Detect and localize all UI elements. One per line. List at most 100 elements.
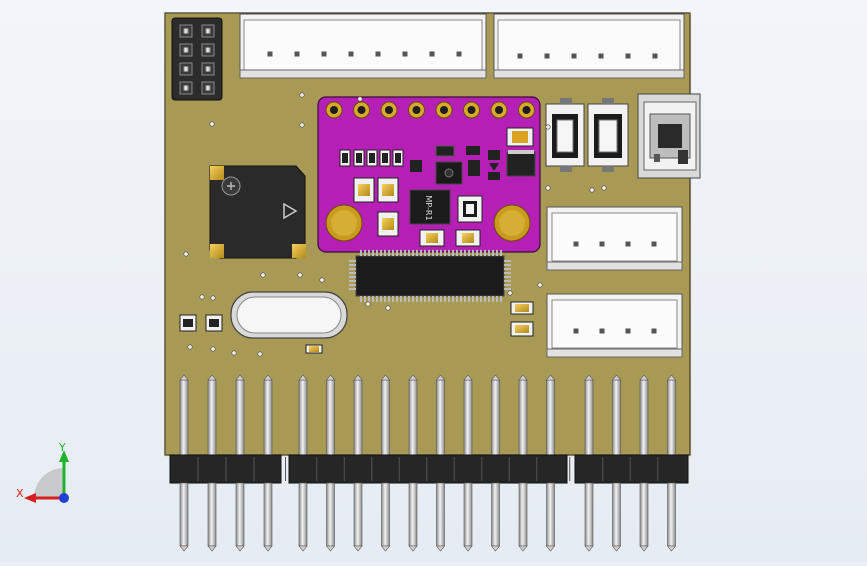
ic-leg [420, 296, 422, 302]
header-pin-upper [667, 379, 676, 456]
ic-leg [404, 296, 406, 302]
header-pin-tip [183, 47, 189, 53]
header-pin-upper [263, 379, 273, 456]
ic-leg [476, 250, 478, 256]
ic-leg [432, 250, 434, 256]
smd-parts [179, 301, 534, 354]
ic-leg [349, 276, 356, 278]
header-pin-end [639, 545, 649, 552]
via [299, 92, 305, 98]
connector-pin [599, 241, 605, 247]
header-pin-tip [205, 28, 211, 34]
via [507, 290, 513, 296]
ic-leg [420, 250, 422, 256]
jst-connector-top-right [493, 13, 685, 79]
ic-leg [496, 296, 498, 302]
ic-leg [428, 296, 430, 302]
x-axis-arrowhead [24, 493, 36, 503]
ic-leg [392, 296, 394, 302]
header-pin-lower [179, 482, 189, 547]
ic-leg [440, 296, 442, 302]
x-axis-label: X [16, 487, 24, 500]
buzzer [209, 165, 306, 259]
ic-leg [448, 250, 450, 256]
ic-leg [484, 250, 486, 256]
module-hole [440, 106, 448, 114]
ic-leg [400, 250, 402, 256]
header-pin-end [463, 545, 473, 552]
ic-leg [400, 296, 402, 302]
ic-leg [464, 250, 466, 256]
ic-leg [504, 288, 511, 290]
ic-leg [364, 296, 366, 302]
ic-leg [349, 284, 356, 286]
header-pin-end [207, 545, 217, 552]
header-pin-upper [381, 379, 390, 456]
header-pin-tip [666, 374, 677, 381]
header-pin-lower [491, 482, 500, 547]
ic-leg [456, 296, 458, 302]
connector-pin [267, 51, 273, 57]
ic-leg [460, 250, 462, 256]
via [297, 272, 303, 278]
header-pin-upper [353, 379, 363, 456]
ic-leg [380, 250, 382, 256]
module-label: MP-R1 [424, 195, 433, 220]
ic-leg [504, 268, 511, 270]
ic-leg [472, 296, 474, 302]
ic-leg [368, 250, 370, 256]
ic-leg [364, 250, 366, 256]
ic-leg [349, 264, 356, 266]
crystal-oscillator [230, 291, 348, 339]
module-mounting-holes [325, 204, 531, 242]
module-hole [385, 106, 393, 114]
via [545, 124, 551, 130]
usb-connector [637, 93, 701, 179]
connector-pin [348, 51, 354, 57]
header-pin-tip [490, 374, 501, 381]
header-pin-tip [408, 374, 418, 381]
connector-pin [651, 241, 657, 247]
sensor-module: MP-R1 [317, 96, 541, 253]
header-pin-lower [518, 482, 528, 547]
via [319, 277, 325, 283]
header-pin-end [518, 545, 528, 552]
ic-leg [349, 272, 356, 274]
header-pin-lower [408, 482, 418, 547]
header-pin-lower [436, 482, 445, 547]
connector-pin [652, 53, 658, 59]
ic-leg [416, 250, 418, 256]
via [183, 251, 189, 257]
header-pin-end [263, 545, 273, 552]
via [545, 185, 551, 191]
header-pin-lower [326, 482, 335, 547]
header-pin-tip [639, 374, 649, 381]
ic-leg [416, 296, 418, 302]
via [260, 272, 266, 278]
tactile-button-2 [587, 98, 629, 172]
y-axis-label: Y [58, 441, 66, 454]
header-pin-upper [639, 379, 649, 456]
ic-leg [472, 250, 474, 256]
via [231, 350, 237, 356]
z-axis-dot [59, 493, 69, 503]
ic-leg [440, 250, 442, 256]
module-sensor-chip: MP-R1 [409, 189, 483, 225]
ic-leg [456, 250, 458, 256]
ic-leg [468, 250, 470, 256]
ic-leg [360, 250, 362, 256]
ic-leg [480, 296, 482, 302]
via [357, 96, 363, 102]
ic-leg [349, 268, 356, 270]
header-pin-upper [207, 379, 217, 456]
ic-leg [504, 284, 511, 286]
module-hole [495, 106, 503, 114]
header-pin-tip [325, 374, 336, 381]
header-pin-end [235, 545, 245, 552]
via [209, 121, 215, 127]
via [385, 305, 391, 311]
connector-pin [651, 328, 657, 334]
header-pin-tip [263, 374, 273, 381]
ic-leg [468, 296, 470, 302]
